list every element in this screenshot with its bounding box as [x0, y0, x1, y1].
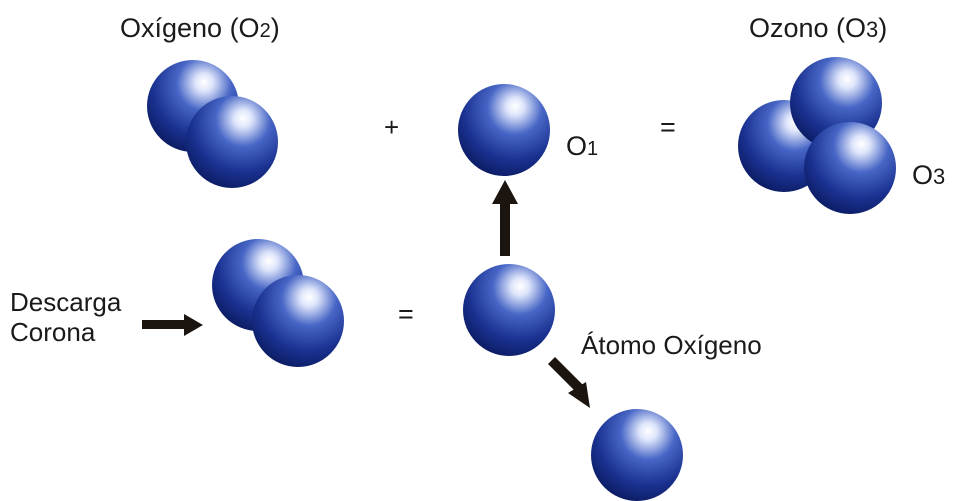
plus-sign: + — [384, 112, 399, 142]
oxygen-molecule-bottom — [212, 239, 344, 367]
oxygen-atom — [804, 122, 896, 214]
corona-arrow-icon — [142, 314, 203, 336]
o1-label: O1 — [566, 131, 598, 161]
oxygen-atom-o1 — [458, 84, 550, 176]
o3-label: O3 — [912, 160, 945, 190]
oxygen-title: Oxígeno (O2) — [120, 13, 280, 43]
diagonal-arrow-icon — [548, 357, 590, 408]
oxygen-atom-center — [463, 264, 555, 356]
ozone-molecule — [738, 57, 896, 214]
up-arrow-icon — [492, 180, 518, 256]
atom-label: Átomo Oxígeno — [581, 330, 762, 360]
oxygen-atom-separated — [591, 409, 683, 501]
corona-label-line2: Corona — [10, 317, 96, 347]
corona-label-line1: Descarga — [10, 287, 122, 317]
ozone-title: Ozono (O3) — [749, 13, 887, 43]
equals-sign-top: = — [660, 112, 676, 142]
oxygen-atom — [186, 96, 278, 188]
equals-sign-bottom: = — [398, 299, 414, 329]
oxygen-atom — [252, 275, 344, 367]
oxygen-molecule-top — [147, 60, 278, 188]
